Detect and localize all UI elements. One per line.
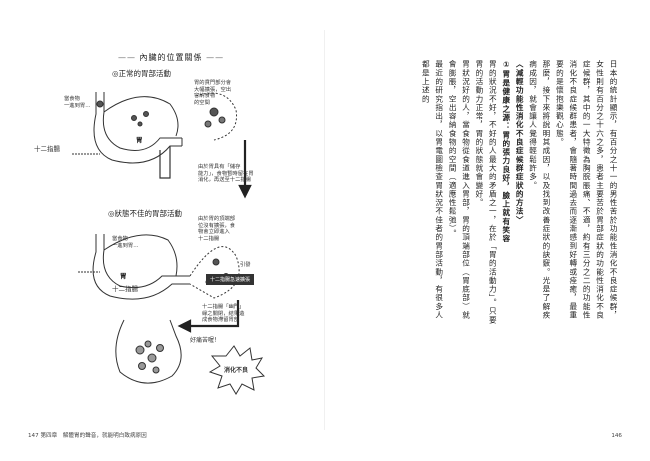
indigestion-burst [208,345,266,395]
body-text: 日本的統計顯示，有百分之十一的男性苦於功能性消化不良症候群，女性則有百分之十六之… [419,60,620,326]
pain-speech: 好痛苦喔！ [190,337,221,344]
indigestion-label: 消化不良 [224,367,249,374]
normal-stomach-drawing [72,92,238,179]
right-page: 日本的統計顯示，有百分之十一的男性苦於功能性消化不良症候群，女性則有百分之十六之… [325,0,650,461]
normal-food-note: 當食物 一進到胃… [64,96,91,109]
section-heading: 〈減輕功能性消化不良症候群症狀的方法〉 [515,60,525,225]
duodenum-expansion-tag: 十二指腸急速擴張 [206,274,255,285]
trigger-label: 引發 [240,262,251,268]
normal-subtitle: ◎正常的胃部活動 [112,69,172,78]
abnormal-subtitle: ◎狀態不佳的胃部活動 [108,209,183,218]
normal-arrow [238,140,252,199]
folio-left: 147 第四章 解體胃的聲音，就能明白致病原因 [28,433,147,439]
paragraph-2: 那麼，接下來將說明其成因，以及找到改善症狀的訣竅。光是了解疾病成因，就會讓人覺得… [528,60,551,320]
paragraph-4: 胃狀況好的人，當食物從食道進入胃部，胃的頂端部位（胃底部）就會膨脹，空出容納食物… [448,60,471,320]
gutter [324,30,325,430]
abnormal-arrow-bend [177,300,240,333]
normal-duodenum-label: 十二指腸 [34,145,60,153]
pylorus-note: 十二指腸「幽門」 緣之關閉，結果造 成食物滯留胃部 [202,304,245,324]
abnormal-stomach-label: 胃 [120,272,127,280]
paragraph-5: 最近的研究指出，以胃電圖檢查胃狀況不佳者的胃部活動，有很多人都是上述的 [421,60,444,320]
left-page: —— 內臟的位置關係 —— [28,53,266,439]
normal-fundus-note: 由於胃具有「儲存 能力」，食物暫時留在胃 消化，再送至十二指腸 [198,164,254,184]
normal-stomach-label: 胃 [136,136,143,144]
figure-title: —— 內臟的位置關係 —— [118,53,225,62]
abnormal-food-note: 當食物 一進到胃… [112,236,139,249]
paragraph-1: 日本的統計顯示，有百分之十一的男性苦於功能性消化不良症候群，女性則有百分之十六之… [555,60,618,320]
normal-expand-note: 胃的賁門部分會 大幅擴張，空出 容納食物 的空間 [194,80,232,106]
stomach-diagram [72,92,266,395]
abnormal-duodenum-label: 十二指腸 [112,285,138,293]
paragraph-3: 胃的狀況不好，不好的人最大的矛盾之一，在於「胃的活動力」。只要胃的活動力正常，胃… [474,60,498,325]
folio-right: 146 [611,433,622,439]
subsection-heading: ①胃是健康之源：胃的張力良好，臉上就有笑容 [501,60,511,244]
abnormal-expand-note: 由於胃的頂端部 位沒有擴張，食 物會立即進入 十二指腸 [198,216,236,242]
figure-title-text: 內臟的位置關係 [139,53,203,62]
